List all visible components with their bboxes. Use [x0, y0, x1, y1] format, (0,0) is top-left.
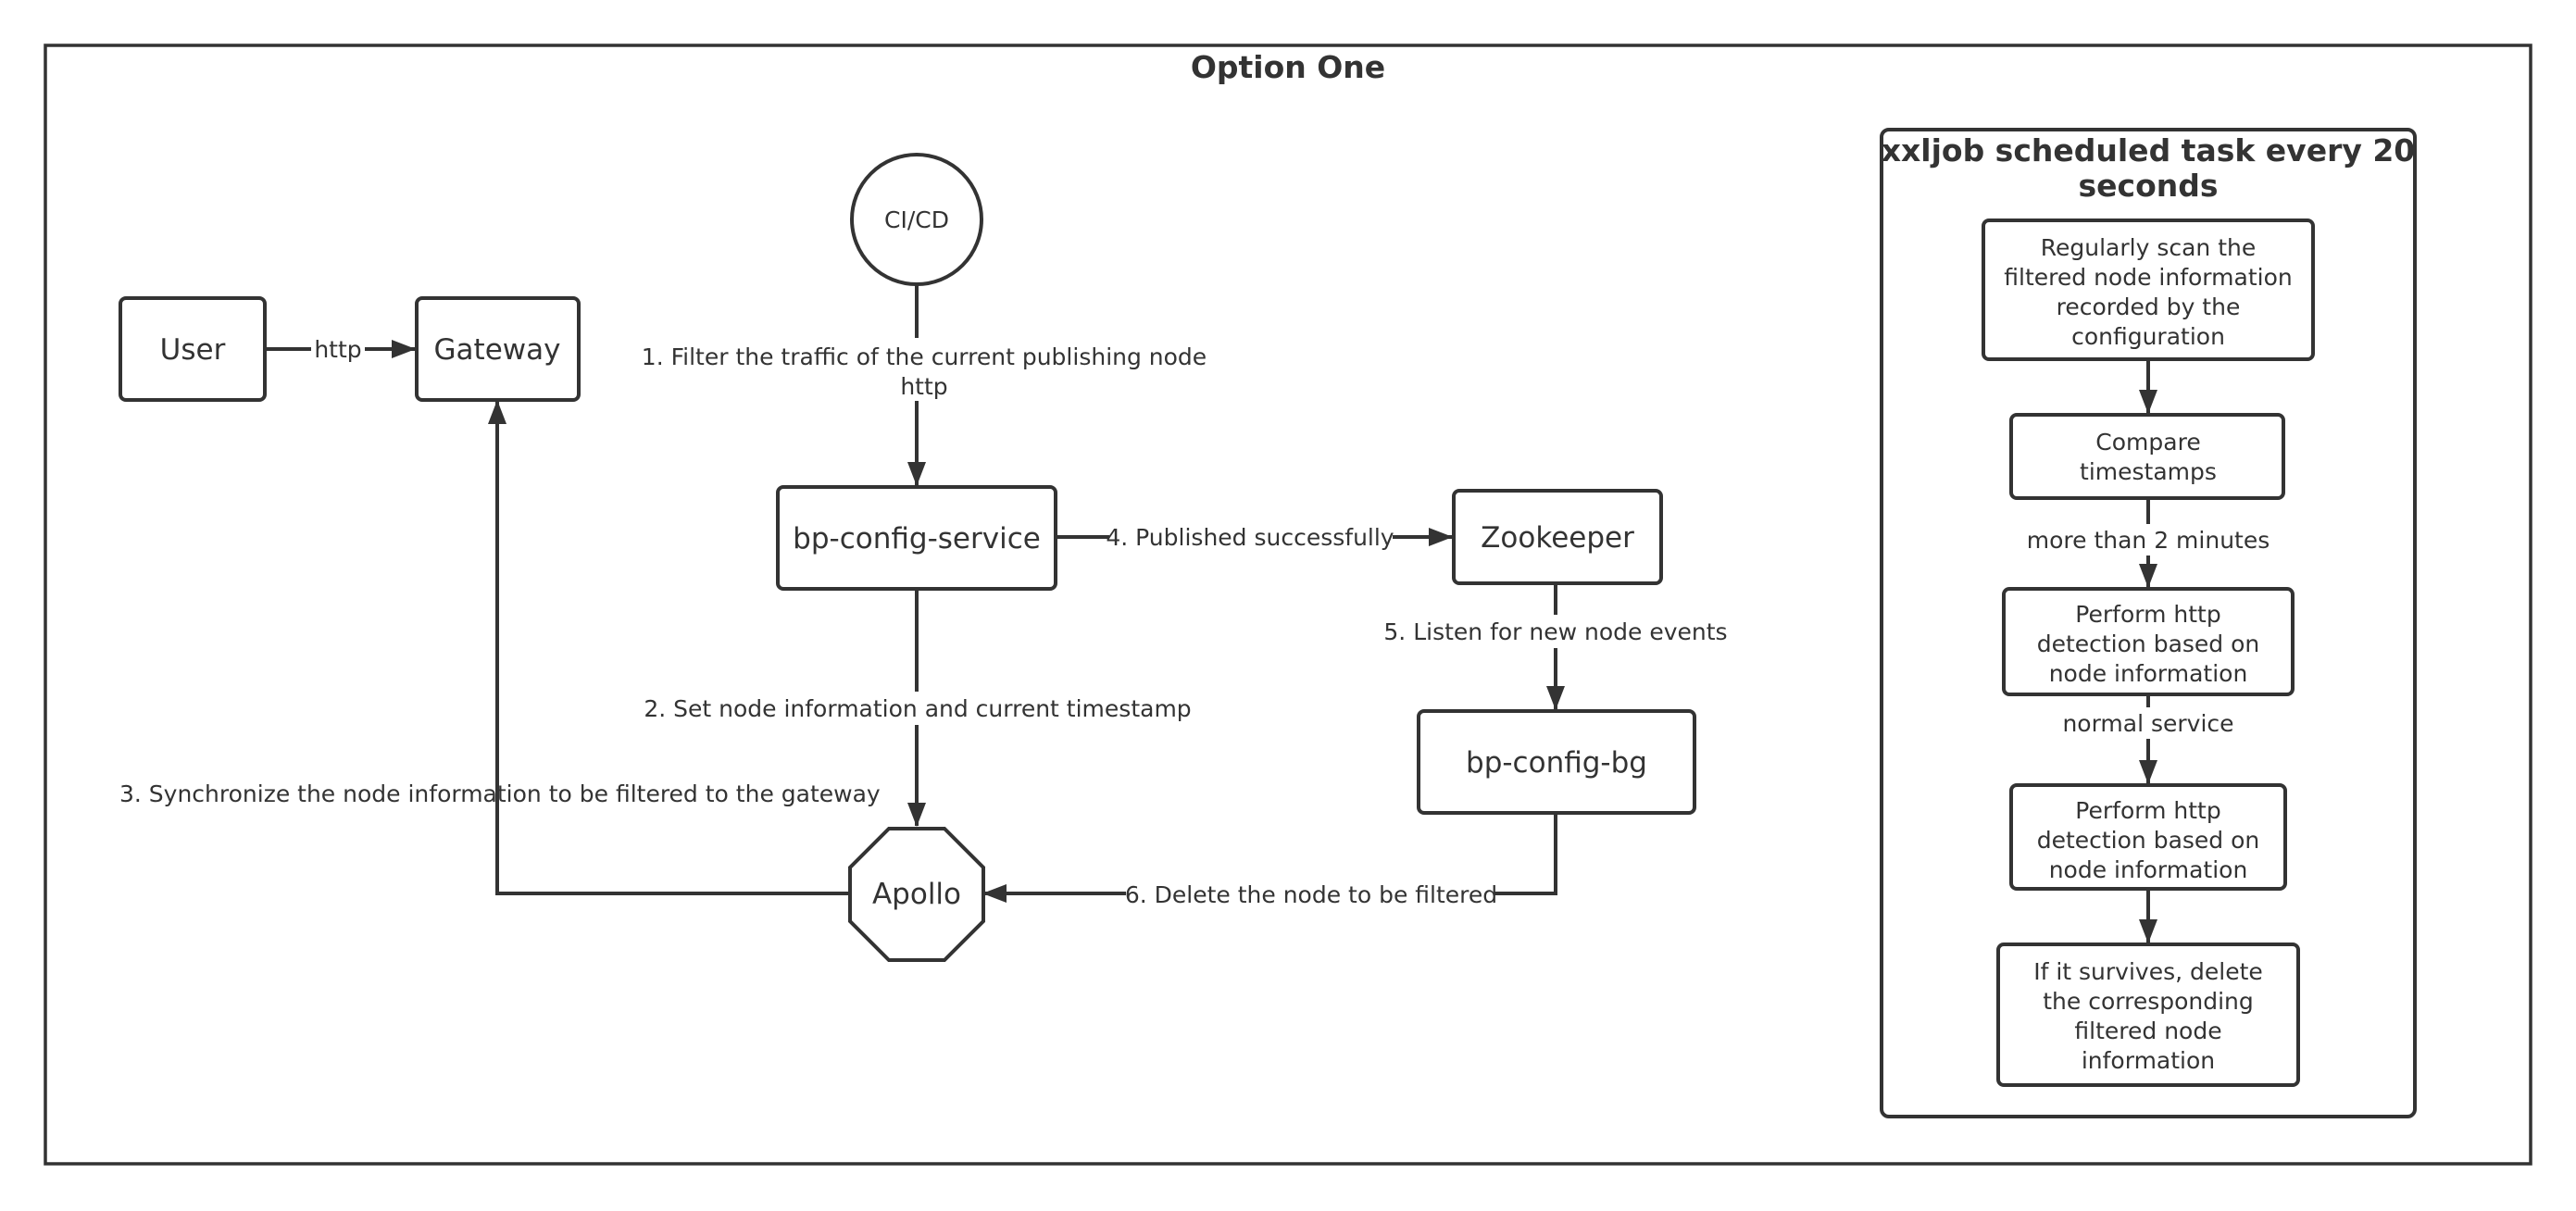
edge-label-bg-apollo: 6. Delete the node to be filtered: [1125, 881, 1497, 908]
panel-step-3-line-1: Perform http: [2075, 601, 2220, 628]
node-zookeeper: Zookeeper: [1452, 489, 1663, 585]
edge-apollo-gateway: [488, 400, 850, 895]
panel-step-4: [2009, 783, 2287, 891]
node-cicd-label: CI/CD: [884, 206, 949, 233]
panel-step-2: [2009, 413, 2285, 500]
panel-step-1-line-3: recorded by the: [2057, 293, 2241, 320]
edge-label-zookeeper-bg: 5. Listen for new node events: [1383, 618, 1727, 645]
panel-step-3-line-3: node information: [2049, 660, 2248, 687]
panel-edge-label-2: normal service: [2062, 710, 2233, 737]
edge-label-cicd-service: 1. Filter the traffic of the current pub…: [642, 343, 1207, 370]
panel-step-3: [2002, 587, 2295, 696]
node-cicd: CI/CD: [850, 153, 983, 286]
edge-label-service-zookeeper: 4. Published successfully: [1106, 524, 1394, 551]
panel-step-5-line-2: the corresponding: [2043, 988, 2254, 1015]
node-gateway: Gateway: [415, 296, 581, 402]
panel-title-line-2: seconds: [2078, 168, 2218, 204]
panel-step-5-line-1: If it survives, delete: [2033, 958, 2263, 985]
panel-edge-label-1: more than 2 minutes: [2027, 527, 2270, 554]
panel-step-2-line-1: Compare: [2095, 429, 2200, 456]
panel-step-4-line-1: Perform http: [2075, 797, 2220, 824]
node-user-label: User: [160, 333, 226, 367]
node-bp-config-bg: bp-config-bg: [1417, 709, 1696, 815]
node-bp-config-bg-label: bp-config-bg: [1466, 746, 1647, 780]
node-zookeeper-label: Zookeeper: [1481, 521, 1634, 555]
panel-title-line-1: xxljob scheduled task every 20: [1882, 132, 2416, 169]
panel-step-5-line-4: information: [2082, 1047, 2215, 1074]
node-apollo-label: Apollo: [872, 878, 961, 911]
node-gateway-label: Gateway: [434, 333, 561, 367]
panel-step-1-line-4: configuration: [2071, 323, 2225, 350]
panel-step-5-line-3: filtered node: [2074, 1017, 2221, 1044]
panel-step-4-line-3: node information: [2049, 856, 2248, 883]
node-apollo: Apollo: [848, 827, 985, 962]
node-user: User: [119, 296, 267, 402]
edge-label-apollo-gateway: 3. Synchronize the node information to b…: [119, 780, 881, 807]
panel-step-1: [1982, 218, 2315, 361]
panel-step-3-line-2: detection based on: [2037, 630, 2260, 657]
node-bp-config-service: bp-config-service: [776, 485, 1057, 591]
panel-step-2-line-2: timestamps: [2080, 458, 2217, 485]
node-bp-config-service-label: bp-config-service: [793, 522, 1041, 556]
panel-step-1-line-1: Regularly scan the: [2041, 234, 2256, 261]
panel-step-1-line-2: filtered node information: [2004, 264, 2292, 291]
edge-label-service-apollo: 2. Set node information and current time…: [644, 695, 1191, 722]
diagram-title: Option One: [1191, 49, 1385, 85]
outer-frame: [44, 44, 2532, 1166]
edge-label-user-gateway: http: [314, 336, 361, 363]
scheduled-task-panel: xxljob scheduled task every 20 seconds m…: [1880, 128, 2417, 1118]
panel-step-5: [1996, 943, 2300, 1087]
edge-label-cicd-service-protocol: http: [900, 373, 947, 400]
panel-step-4-line-2: detection based on: [2037, 827, 2260, 854]
